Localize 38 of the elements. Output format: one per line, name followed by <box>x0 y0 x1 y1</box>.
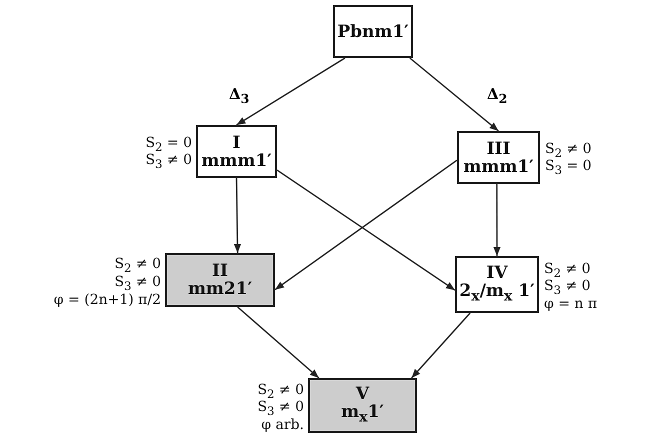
state-box <box>455 256 539 313</box>
box-label: IV <box>486 264 508 282</box>
condition-text: S$_{2}$ = 0 <box>145 136 192 154</box>
box-label: mmm1′ <box>201 152 272 170</box>
arrow <box>409 57 499 132</box>
condition-text: S$_{2}$ ≠ 0 <box>544 262 591 280</box>
condition-text: φ = n π <box>544 297 598 312</box>
box-label: III <box>486 140 510 158</box>
condition-text: S$_{3}$ ≠ 0 <box>145 153 192 172</box>
edge-label: Δ$_{2}$ <box>486 85 508 106</box>
condition-text: S$_{2}$ ≠ 0 <box>545 142 592 160</box>
arrow <box>237 306 320 379</box>
condition-text: S$_{3}$ ≠ 0 <box>257 400 304 418</box>
box-label: I <box>232 134 240 152</box>
state-box <box>457 131 540 184</box>
box-label: mmm1′ <box>463 158 534 176</box>
box-label: m$_{x}$1′ <box>341 402 384 426</box>
condition-text: φ = (2n+1) π/2 <box>54 292 161 307</box>
state-box <box>333 5 413 58</box>
condition-text: φ arb. <box>261 418 304 432</box>
edge-label: Δ$_{3}$ <box>228 85 250 106</box>
box-label: mm21′ <box>188 280 252 298</box>
state-box <box>196 125 277 178</box>
arrow <box>411 312 471 378</box>
shaded-box <box>308 378 417 433</box>
arrow <box>236 57 346 126</box>
box-label: V <box>356 384 370 403</box>
condition-text: S$_{2}$ ≠ 0 <box>257 382 304 400</box>
condition-text: S$_{3}$ ≠ 0 <box>544 279 591 298</box>
condition-text: S$_{2}$ ≠ 0 <box>114 257 161 275</box>
condition-text: S$_{3}$ ≠ 0 <box>114 274 161 293</box>
condition-text: S$_{3}$ = 0 <box>545 159 592 178</box>
shaded-box <box>165 253 275 307</box>
arrow <box>493 184 501 256</box>
box-label: Pbnm1′ <box>337 22 409 40</box>
box-label: II <box>212 262 228 280</box>
arrow <box>234 178 242 253</box>
box-label: 2$_{x}$/m$_{x}$ 1′ <box>459 282 535 306</box>
